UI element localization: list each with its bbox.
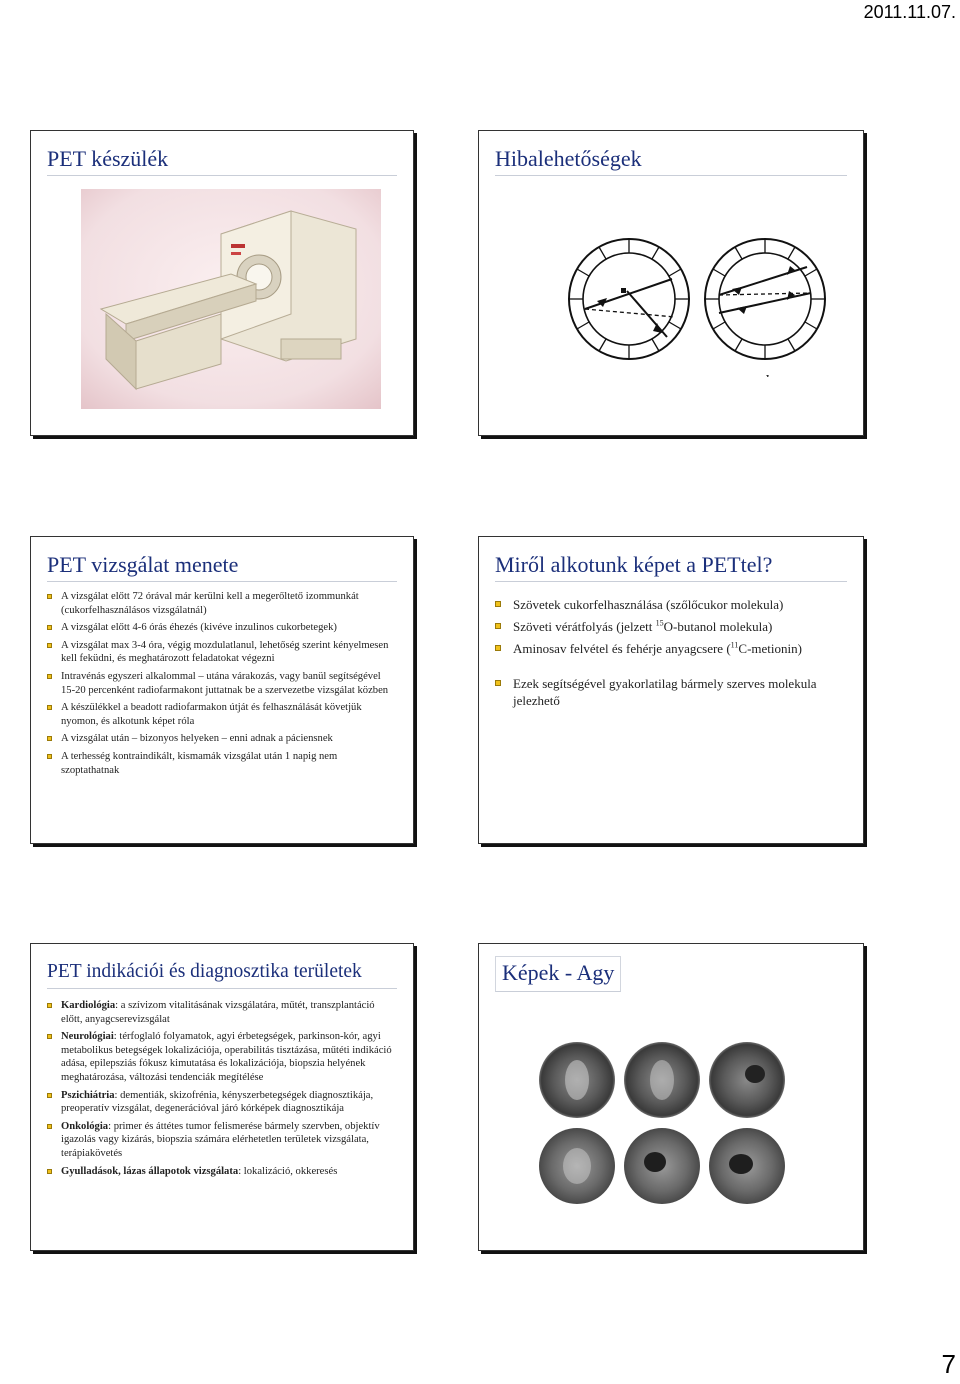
slide-brain-images: Képek - Agy bbox=[478, 943, 864, 1251]
slide-title: PET vizsgálat menete bbox=[47, 537, 397, 582]
list-item: Szövetek cukorfelhasználása (szőlőcukor … bbox=[495, 596, 845, 613]
list-item: A vizsgálat előtt 72 órával már kerülni … bbox=[47, 590, 395, 617]
brain-scan-6 bbox=[709, 1128, 785, 1204]
slide-indications: PET indikációi és diagnosztika területek… bbox=[30, 943, 414, 1251]
slide-pet-device: PET készülék bbox=[30, 130, 414, 436]
page-date: 2011.11.07. bbox=[863, 2, 956, 22]
detector-ring-a bbox=[568, 238, 690, 360]
list-item: Pszichiátria: dementiák, skizofrénia, ké… bbox=[47, 1089, 395, 1116]
indications-list: Kardiológia: a szívizom vitalitásának vi… bbox=[31, 989, 413, 1178]
brain-scan-3 bbox=[709, 1042, 785, 1118]
list-item: Onkológia: primer és áttétes tumor felis… bbox=[47, 1120, 395, 1161]
label-b: b, bbox=[765, 374, 777, 377]
list-item: A terhesség kontraindikált, kismamák viz… bbox=[47, 750, 395, 777]
list-item: A vizsgálat után – bizonyos helyeken – e… bbox=[47, 732, 395, 746]
list-item: Szöveti vérátfolyás (jelzett 15O-butanol… bbox=[495, 618, 845, 635]
list-item: Ezek segítségével gyakorlatilag bármely … bbox=[495, 675, 845, 709]
detector-ring-b bbox=[704, 238, 826, 360]
pet-scanner-photo bbox=[81, 189, 381, 409]
slide-errors: Hibalehetőségek a, bbox=[478, 130, 864, 436]
brain-scan-1 bbox=[539, 1042, 615, 1118]
page-number: 7 bbox=[941, 1349, 956, 1379]
slide-procedure: PET vizsgálat menete A vizsgálat előtt 7… bbox=[30, 536, 414, 844]
list-item: Gyulladások, lázas állapotok vizsgálata:… bbox=[47, 1165, 395, 1179]
what-image-list: Szövetek cukorfelhasználása (szőlőcukor … bbox=[479, 582, 863, 709]
list-item: Kardiológia: a szívizom vitalitásának vi… bbox=[47, 999, 395, 1026]
slide-title: Hibalehetőségek bbox=[495, 131, 847, 176]
brain-pet-scans bbox=[539, 1042, 785, 1204]
list-item: Aminosav felvétel és fehérje anyagcsere … bbox=[495, 640, 845, 657]
list-item: A vizsgálat max 3-4 óra, végig mozdulatl… bbox=[47, 639, 395, 666]
slide-title: PET indikációi és diagnosztika területek bbox=[47, 944, 397, 989]
procedure-list: A vizsgálat előtt 72 órával már kerülni … bbox=[31, 582, 413, 777]
list-item: Intravénás egyszeri alkalommal – utána v… bbox=[47, 670, 395, 697]
label-a: a, bbox=[619, 374, 631, 377]
brain-scan-2 bbox=[624, 1042, 700, 1118]
slide-title: Miről alkotunk képet a PETtel? bbox=[495, 537, 847, 582]
slide-what-image: Miről alkotunk képet a PETtel? Szövetek … bbox=[478, 536, 864, 844]
coincidence-error-diagram: a, b, bbox=[568, 238, 826, 377]
brain-scan-5 bbox=[624, 1128, 700, 1204]
slide-title: PET készülék bbox=[47, 131, 397, 176]
list-item: A készülékkel a beadott radiofarmakon út… bbox=[47, 701, 395, 728]
slide-title: Képek - Agy bbox=[495, 956, 622, 992]
list-item: A vizsgálat előtt 4-6 órás éhezés (kivév… bbox=[47, 621, 395, 635]
brain-scan-4 bbox=[539, 1128, 615, 1204]
list-item: Neurológiai: térfoglaló folyamatok, agyi… bbox=[47, 1030, 395, 1084]
